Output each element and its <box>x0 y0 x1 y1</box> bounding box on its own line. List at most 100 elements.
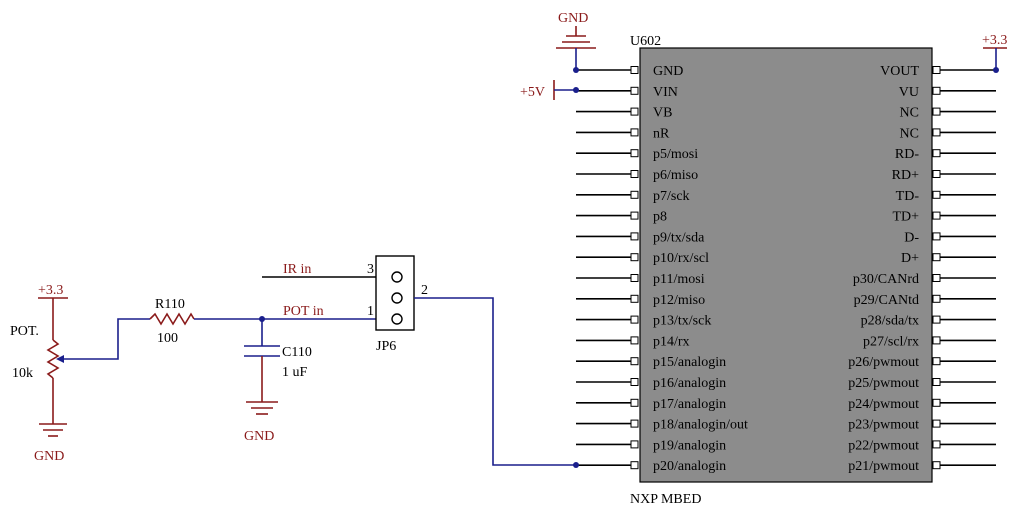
right-pin-terminal <box>932 170 941 178</box>
left-pin-label: p6/miso <box>653 168 698 183</box>
right-pin-terminal <box>932 357 941 366</box>
v5-symbol: +5V <box>520 80 579 100</box>
left-pin-terminal <box>630 419 639 428</box>
left-pin-terminal <box>630 294 639 303</box>
right-pin-terminal <box>932 398 941 407</box>
left-pin-label: p20/analogin <box>653 459 726 474</box>
right-pin-label: p29/CANtd <box>854 293 919 308</box>
left-pin-label: p12/miso <box>653 293 705 308</box>
left-pin-label: p19/analogin <box>653 438 726 453</box>
left-pin-label: VB <box>653 106 672 121</box>
left-pin-terminal <box>630 211 639 220</box>
right-pin-terminal <box>932 315 941 324</box>
left-pin-terminal <box>630 440 639 449</box>
left-pin-label: p15/analogin <box>653 355 726 370</box>
left-pin-terminal <box>630 128 639 137</box>
r110-ref: R110 <box>155 297 185 312</box>
right-pin-terminal <box>932 419 941 428</box>
left-pin-label: p13/tx/sck <box>653 314 711 329</box>
left-pin-terminal <box>630 336 639 345</box>
right-pin-label: D+ <box>901 251 919 266</box>
c110-ref: C110 <box>282 345 312 360</box>
chip-body <box>639 47 933 483</box>
mbed-module: U602 NXP MBED GND VIN VB nR p5/mosi p6/miso p7… <box>576 34 996 507</box>
right-pin-terminal <box>932 378 941 386</box>
left-pin-label: p10/rx/scl <box>653 251 709 266</box>
left-pin-label: nR <box>653 126 670 141</box>
left-pin-terminal <box>630 398 639 407</box>
right-pin-label: p28/sda/tx <box>861 314 919 329</box>
v33-symbol-right: +3.3 <box>982 33 1007 73</box>
right-pin-label: p25/pwmout <box>848 376 919 391</box>
left-pin-label: p8 <box>653 210 667 225</box>
right-pin-label: p21/pwmout <box>848 459 919 474</box>
left-pin-label: p11/mosi <box>653 272 705 287</box>
right-pin-terminal <box>932 232 941 241</box>
right-pin-terminal <box>932 253 941 262</box>
right-pin-label: D- <box>904 230 919 245</box>
right-pin-terminal <box>932 66 941 74</box>
right-pin-label: p27/scl/rx <box>863 334 919 349</box>
chip-left-pins: GND VIN VB nR p5/mosi p6/miso p7/sck p8 p9/tx/sd… <box>576 64 748 474</box>
gnd-symbol-top: GND <box>556 11 596 73</box>
left-pin-label: p16/analogin <box>653 376 726 391</box>
left-pin-label: GND <box>653 64 683 79</box>
right-pin-label: p22/pwmout <box>848 438 919 453</box>
v33-left-label: +3.3 <box>38 283 63 298</box>
left-pin-label: p5/mosi <box>653 147 698 162</box>
gnd-top-label: GND <box>558 11 588 26</box>
left-pin-terminal <box>630 315 639 324</box>
left-pin-terminal <box>630 190 639 199</box>
pot-ref: POT. <box>10 324 39 339</box>
right-pin-label: NC <box>900 126 919 141</box>
right-pin-terminal <box>932 128 941 137</box>
right-pin-terminal <box>932 86 941 95</box>
right-pin-label: p30/CANrd <box>853 272 919 287</box>
left-pin-terminal <box>630 86 639 95</box>
jp6-pin-1: 1 <box>367 304 374 319</box>
right-pin-label: p26/pwmout <box>848 355 919 370</box>
left-pin-terminal <box>630 170 639 178</box>
resistor-r110: R110 100 <box>149 297 195 346</box>
left-pin-label: p18/analogin/out <box>653 418 748 433</box>
left-pin-label: p17/analogin <box>653 397 726 412</box>
right-pin-terminal <box>932 190 941 199</box>
left-pin-terminal <box>630 107 639 116</box>
right-pin-terminal <box>932 461 941 470</box>
net-label-pot-in: POT in <box>283 304 324 319</box>
pot-value: 10k <box>12 366 33 381</box>
left-pin-label: p7/sck <box>653 189 690 204</box>
right-pin-label: TD- <box>896 189 920 204</box>
left-pin-terminal <box>630 378 639 386</box>
left-pin-terminal <box>630 461 639 470</box>
c110-value: 1 uF <box>282 365 308 380</box>
left-pin-terminal <box>630 357 639 366</box>
left-pin-terminal <box>630 149 639 158</box>
potentiometer: +3.3 GND POT. 10k <box>10 283 68 464</box>
right-pin-label: RD+ <box>892 168 919 183</box>
chip-right-pins: VOUT VU NC NC RD- RD+ TD- TD+ D- D+ p30/CANrd p29/C… <box>848 64 996 474</box>
connector-jp6: 3 1 2 JP6 <box>367 255 428 354</box>
gnd-pot-label: GND <box>34 449 64 464</box>
left-pin-terminal <box>630 66 639 74</box>
right-pin-label: VU <box>899 85 919 100</box>
left-pin-label: p14/rx <box>653 334 690 349</box>
right-pin-terminal <box>932 211 941 220</box>
net-label-ir-in: IR in <box>283 262 311 277</box>
right-pin-label: TD+ <box>892 210 919 225</box>
right-pin-terminal <box>932 440 941 449</box>
left-pin-terminal <box>630 232 639 241</box>
capacitor-c110: C110 1 uF GND <box>244 319 312 444</box>
right-pin-label: p24/pwmout <box>848 397 919 412</box>
left-pin-label: p9/tx/sda <box>653 230 705 245</box>
chip-part-name: NXP MBED <box>630 492 701 507</box>
v33-right-label: +3.3 <box>982 33 1007 48</box>
right-pin-label: VOUT <box>880 64 919 79</box>
right-pin-label: RD- <box>895 147 919 162</box>
right-pin-terminal <box>932 149 941 158</box>
right-pin-terminal <box>932 107 941 116</box>
right-pin-label: NC <box>900 106 919 121</box>
left-pin-label: VIN <box>653 85 678 100</box>
chip-ref: U602 <box>630 34 661 49</box>
